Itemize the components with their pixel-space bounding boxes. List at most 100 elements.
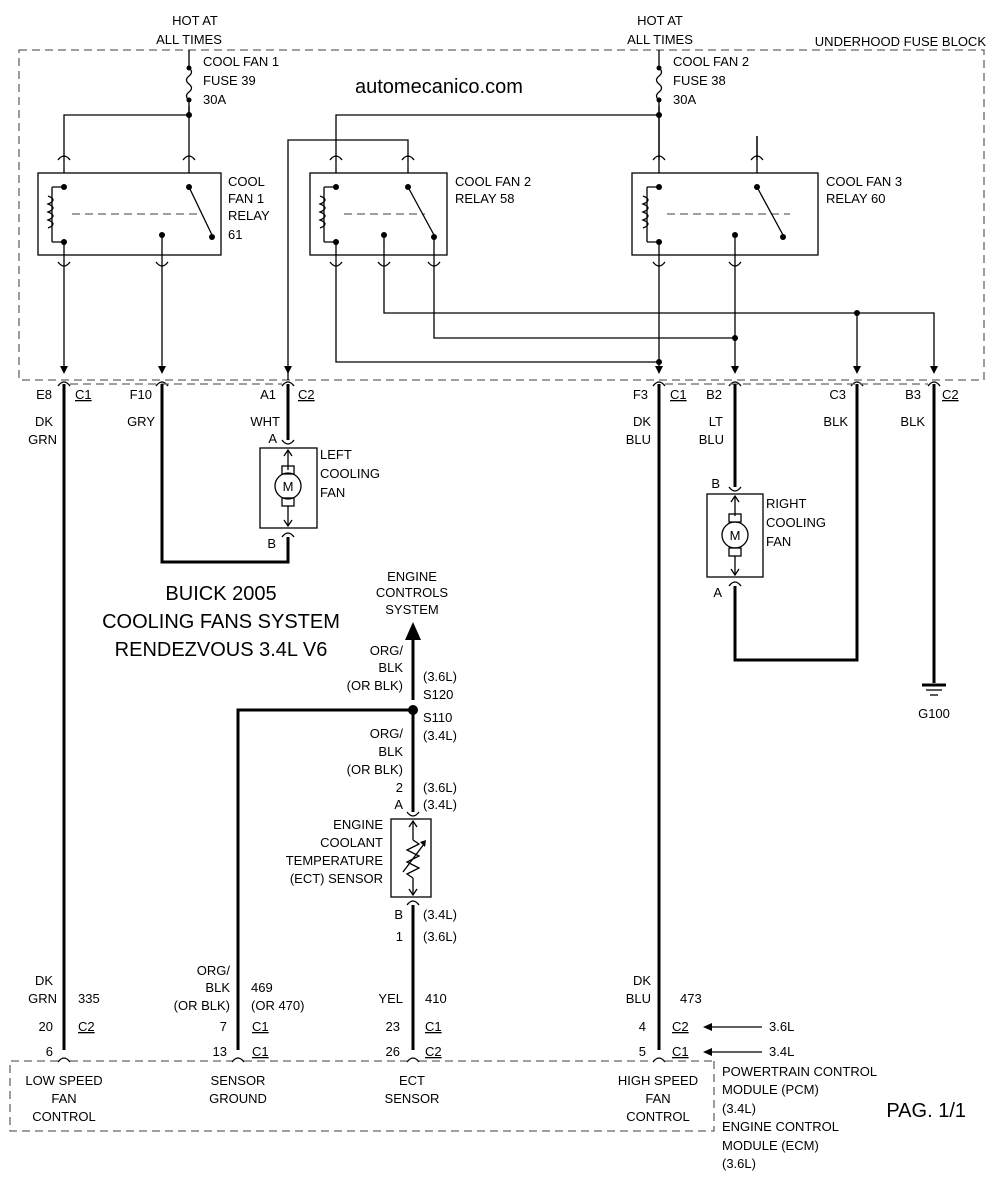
module-name-2: MODULE (PCM)	[722, 1082, 819, 1097]
wire-f10: GRY	[127, 414, 155, 429]
bw3-row1-pin: 23	[386, 1019, 400, 1034]
ect-label-3: TEMPERATURE	[286, 853, 384, 868]
watermark: automecanico.com	[355, 76, 523, 98]
ecs-line1: ENGINE	[387, 569, 437, 584]
relay61-line4: 61	[228, 227, 242, 242]
relay58-line1: COOL FAN 2	[455, 174, 531, 189]
bw2-circuit-2: (OR 470)	[251, 998, 304, 1013]
func-sensor-ground-1: SENSOR	[211, 1073, 266, 1088]
title-line3: RENDEZVOUS 3.4L V6	[115, 639, 328, 661]
right-fan-label-3: FAN	[766, 534, 791, 549]
ect-pin-a-variant-1: (3.6L)	[423, 780, 457, 795]
right-fan-label-2: COOLING	[766, 515, 826, 530]
func-ect-sensor-2: SENSOR	[385, 1091, 440, 1106]
engine-controls-arrow	[405, 622, 421, 640]
relay-61	[37, 155, 222, 267]
bw2-row1-pin: 7	[220, 1019, 227, 1034]
variant-arrows	[703, 1023, 762, 1056]
left-fan-label-2: COOLING	[320, 466, 380, 481]
func-high-speed-3: CONTROL	[626, 1109, 690, 1124]
hot-at-all-times-right-line2: ALL TIMES	[627, 32, 693, 47]
s110-variant: (3.4L)	[423, 728, 457, 743]
bw2-row2-pin: 13	[213, 1044, 227, 1059]
relay58-line2: RELAY 58	[455, 191, 515, 206]
pin-a1: A1	[260, 387, 276, 402]
bw2-row2-conn: C1	[252, 1044, 269, 1059]
bw1-color-2: GRN	[28, 991, 57, 1006]
pin-f10: F10	[130, 387, 152, 402]
ect-pin-a: A	[394, 797, 403, 812]
fuse-39	[183, 50, 195, 115]
ect-sensor	[390, 811, 432, 906]
page-number: PAG. 1/1	[886, 1100, 966, 1122]
bw2-row1-conn: C1	[252, 1019, 269, 1034]
wire-upper-line3: (OR BLK)	[347, 678, 403, 693]
bw1-row1-conn: C2	[78, 1019, 95, 1034]
module-name-4: ENGINE CONTROL	[722, 1119, 839, 1134]
title-line1: BUICK 2005	[165, 583, 276, 605]
s120-label: S120	[423, 687, 453, 702]
internal-wiring	[57, 262, 941, 387]
relay60-line1: COOL FAN 3	[826, 174, 902, 189]
func-high-speed-2: FAN	[645, 1091, 670, 1106]
hot-at-all-times-left-line2: ALL TIMES	[156, 32, 222, 47]
bw4-circuit: 473	[680, 991, 702, 1006]
fuse1-line2: FUSE 39	[203, 73, 256, 88]
fuse-38	[653, 50, 665, 115]
bw4-row1-pin: 4	[639, 1019, 646, 1034]
bw3-row1-conn: C1	[425, 1019, 442, 1034]
conn-f3: C1	[670, 387, 687, 402]
ect-label-2: COOLANT	[320, 835, 383, 850]
conn-a1: C2	[298, 387, 315, 402]
ground-symbol	[922, 683, 946, 696]
left-fan-pin-bottom: B	[267, 536, 276, 551]
fuse-block-outline	[18, 49, 985, 381]
pin-c3: C3	[829, 387, 846, 402]
module-name-3: (3.4L)	[722, 1101, 756, 1116]
ecs-line3: SYSTEM	[385, 602, 438, 617]
s120-variant: (3.6L)	[423, 669, 457, 684]
s110-label: S110	[423, 710, 452, 725]
wire-e8-line2: GRN	[28, 432, 57, 447]
pcm-module-outline	[9, 1057, 715, 1132]
wire-b2-line2: BLU	[699, 432, 724, 447]
bw2-color-2: BLK	[205, 980, 230, 995]
fuse1-line3: 30A	[203, 92, 226, 107]
ecs-line2: CONTROLS	[376, 585, 449, 600]
fuse1-line1: COOL FAN 1	[203, 54, 279, 69]
module-name-1: POWERTRAIN CONTROL	[722, 1064, 877, 1079]
heavy-wires	[62, 384, 936, 1050]
wire-c3: BLK	[823, 414, 848, 429]
hot-at-all-times-right-line1: HOT AT	[637, 13, 683, 28]
left-fan-pin-top: A	[268, 431, 277, 446]
right-fan-label-1: RIGHT	[766, 496, 807, 511]
variant-36l: 3.6L	[769, 1019, 794, 1034]
relay61-line2: FAN 1	[228, 191, 264, 206]
left-fan-motor-label: M	[283, 479, 294, 494]
hot-at-all-times-left-line1: HOT AT	[172, 13, 218, 28]
func-low-speed-3: CONTROL	[32, 1109, 96, 1124]
bw4-row1-conn: C2	[672, 1019, 689, 1034]
bw2-color-3: (OR BLK)	[174, 998, 230, 1013]
right-fan-pin-top: B	[711, 476, 720, 491]
bw4-row2-conn: C1	[672, 1044, 689, 1059]
ect-pin-b-variant-2: (3.6L)	[423, 929, 457, 944]
bw3-row2-pin: 26	[386, 1044, 400, 1059]
left-fan-label-1: LEFT	[320, 447, 352, 462]
ect-pin-b-num: 1	[396, 929, 403, 944]
wire-lower-line3: (OR BLK)	[347, 762, 403, 777]
wire-b2-line1: LT	[709, 414, 723, 429]
wire-b3: BLK	[900, 414, 925, 429]
func-low-speed-1: LOW SPEED	[25, 1073, 102, 1088]
fuse-block-label: UNDERHOOD FUSE BLOCK	[815, 34, 987, 49]
wire-f3-line2: BLU	[626, 432, 651, 447]
bw1-row2-pin: 6	[46, 1044, 53, 1059]
bw3-color: YEL	[378, 991, 403, 1006]
relay61-line1: COOL	[228, 174, 265, 189]
right-fan-motor-label: M	[730, 528, 741, 543]
wire-e8-line1: DK	[35, 414, 53, 429]
relay60-line2: RELAY 60	[826, 191, 886, 206]
right-fan-pin-bottom: A	[713, 585, 722, 600]
ect-pin-b: B	[394, 907, 403, 922]
bw3-row2-conn: C2	[425, 1044, 442, 1059]
